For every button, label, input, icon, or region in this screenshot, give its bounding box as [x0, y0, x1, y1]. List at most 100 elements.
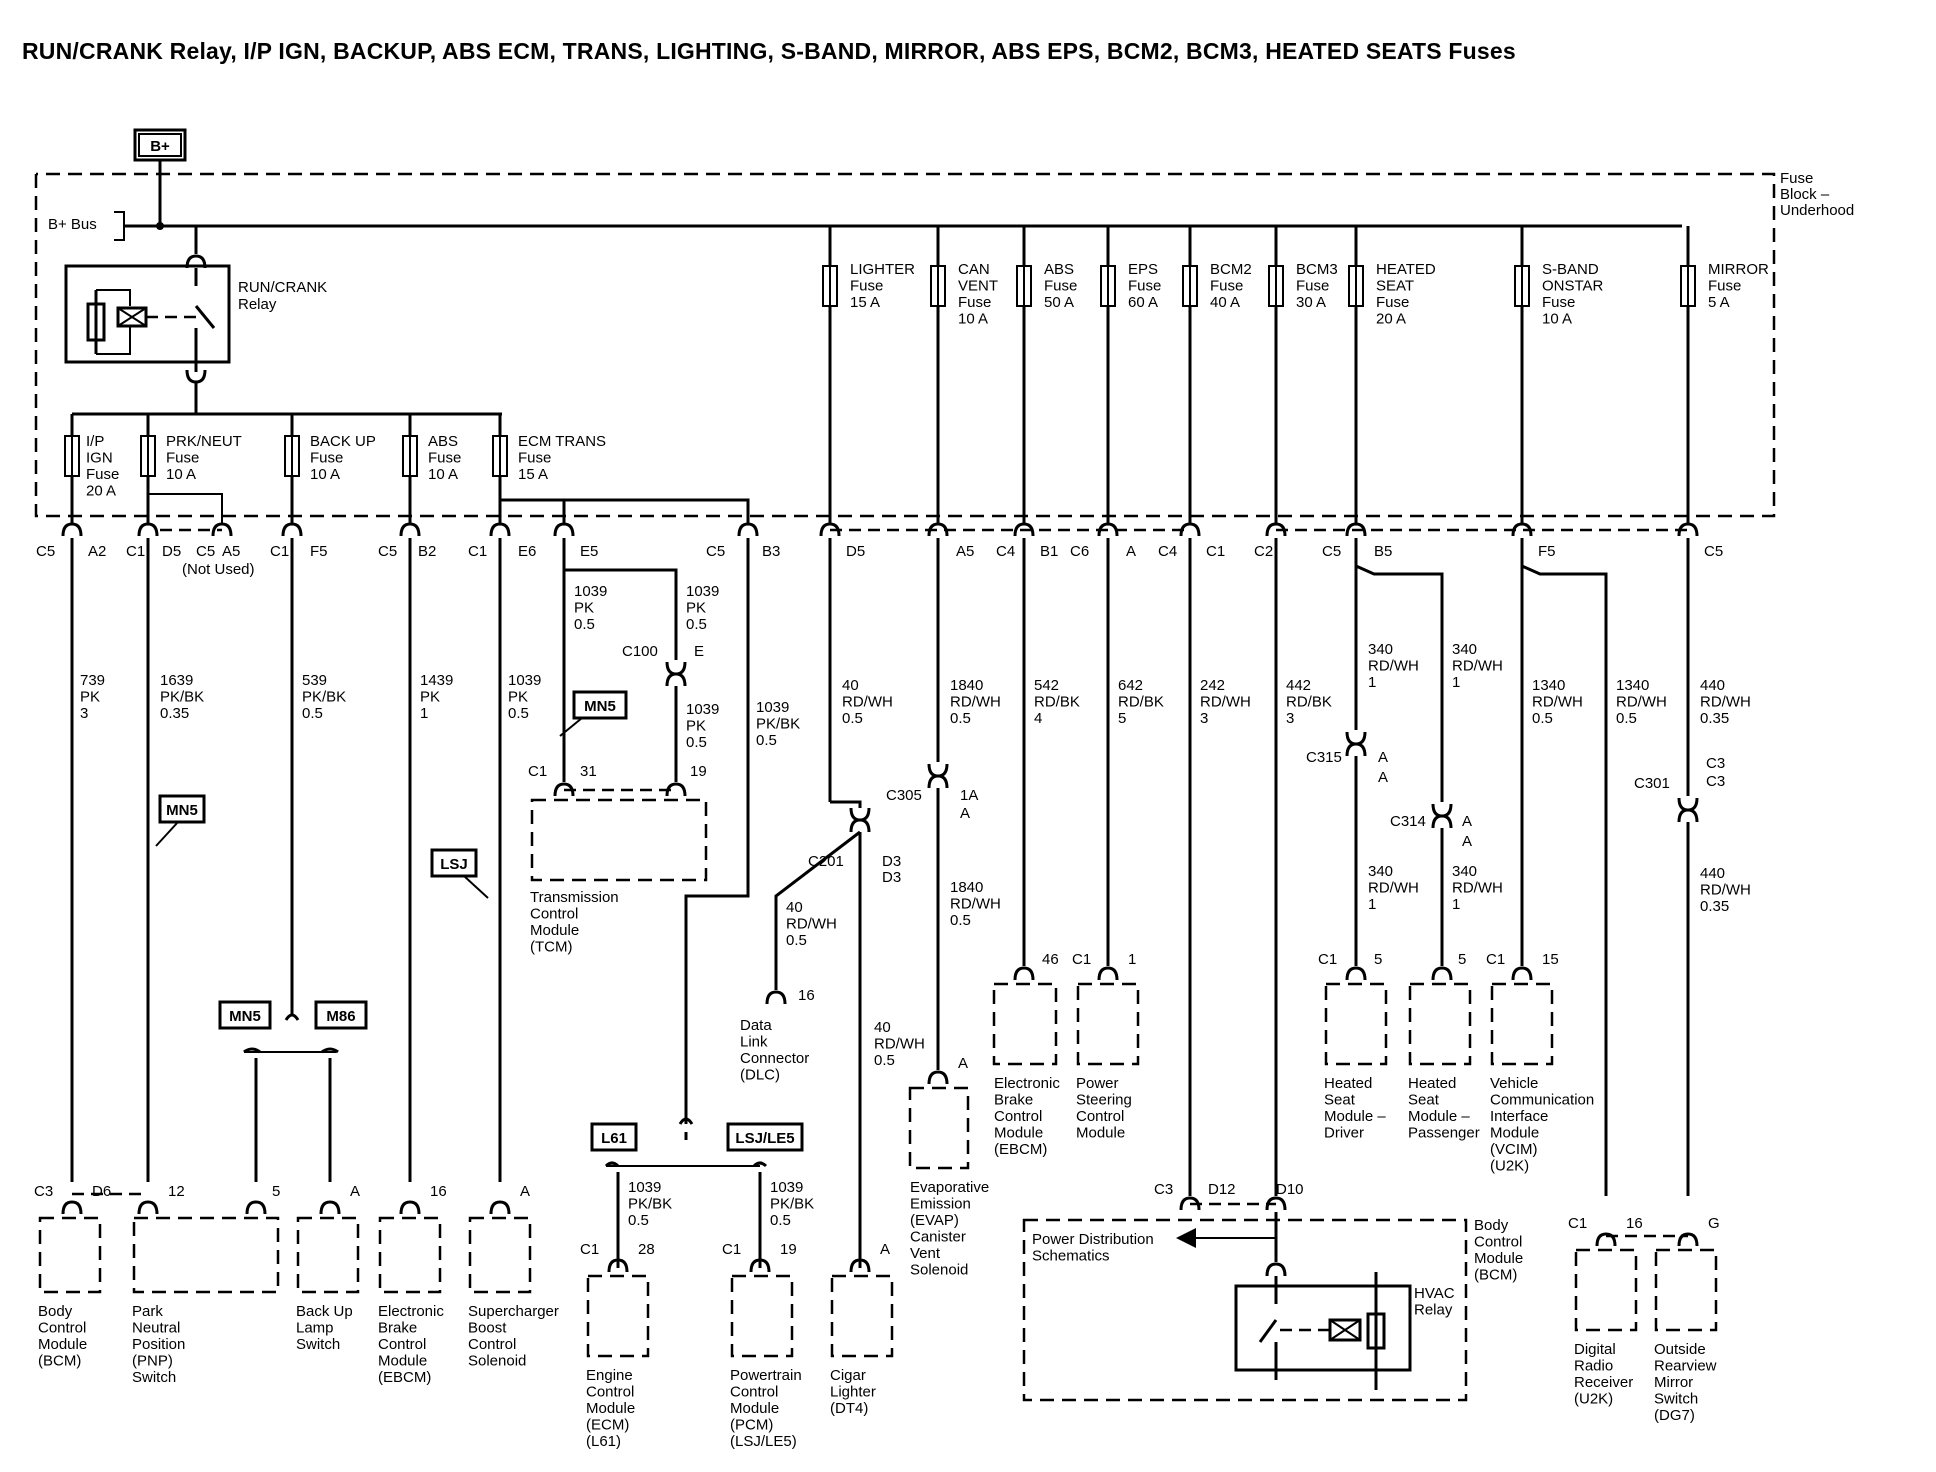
- wire-label: 0.5: [686, 734, 707, 751]
- wire-label: 0.5: [508, 705, 529, 722]
- pin-label: D5: [846, 543, 865, 560]
- connector-cap: [849, 818, 871, 833]
- wire-label: 0.5: [950, 912, 971, 929]
- mirror-fuse-label: Fuse: [1708, 278, 1741, 295]
- pin-label: A: [880, 1241, 890, 1258]
- wire-label: 3: [1200, 710, 1208, 727]
- wire-label: RD/BK: [1118, 694, 1164, 711]
- connector-cap: [1677, 1232, 1699, 1247]
- wire-label: 1039: [508, 672, 541, 689]
- connector-name: C1: [1318, 951, 1337, 968]
- evap-box: [908, 1086, 970, 1170]
- wire-label: PK: [574, 600, 594, 617]
- option-tag-lsj-box: [430, 848, 478, 878]
- connector-cap: [1511, 966, 1533, 981]
- wire-label: 0.5: [874, 1052, 895, 1069]
- split-cap: [752, 1161, 768, 1168]
- bcm3-fuse-label: Fuse: [1296, 278, 1329, 295]
- pin-label: 5: [272, 1183, 280, 1200]
- can-vent-fuse-label: CAN: [958, 261, 990, 278]
- pin-label: 15: [1542, 951, 1559, 968]
- wire-label: 1840: [950, 677, 983, 694]
- wire-label: 40: [874, 1019, 891, 1036]
- psteer-label: Power: [1076, 1075, 1119, 1092]
- wire-label: 0.35: [1700, 898, 1729, 915]
- can-vent-fuse-label: 10 A: [958, 311, 988, 328]
- pin-label: 31: [580, 763, 597, 780]
- wire-label: RD/WH: [1532, 694, 1583, 711]
- fuse-block-border: [34, 172, 1776, 518]
- wire-label: 1340: [1616, 677, 1649, 694]
- component-label: Switch: [1654, 1391, 1698, 1408]
- hs-pass-label: Heated: [1408, 1075, 1456, 1092]
- option-tag-l61: L61: [601, 1130, 627, 1147]
- component-box: [378, 1216, 442, 1294]
- pin-label: F5: [310, 543, 328, 560]
- component-box: [1654, 1248, 1718, 1332]
- option-tag-mn5: MN5: [166, 802, 198, 819]
- hs-driver-label: Heated: [1324, 1075, 1372, 1092]
- abs-50-fuse-label: 50 A: [1044, 294, 1074, 311]
- component-box: [1574, 1248, 1638, 1332]
- abs-50-fuse-label: ABS: [1044, 261, 1074, 278]
- wire-label: 5: [1118, 710, 1126, 727]
- component-label: (EBCM): [378, 1369, 431, 1386]
- ip-ign-fuse-label: 20 A: [86, 483, 116, 500]
- wire-label: 1: [420, 705, 428, 722]
- wire-label: 739: [80, 672, 105, 689]
- connector-name: C1: [1568, 1215, 1587, 1232]
- connector-cap: [137, 1200, 159, 1215]
- bcm2-fuse-label: BCM2: [1210, 261, 1252, 278]
- connector-cap: [607, 1258, 629, 1273]
- wire-label: 340: [1452, 863, 1477, 880]
- pin-label: D3: [882, 853, 901, 870]
- pin-label: E6: [518, 543, 536, 560]
- bcm-box: [1022, 1218, 1468, 1402]
- eps-fuse-label: Fuse: [1128, 278, 1161, 295]
- connector-name: C4: [996, 543, 1015, 560]
- battery-inner: [138, 133, 182, 157]
- wire-label: 1039: [686, 583, 719, 600]
- wire-label: 442: [1286, 677, 1311, 694]
- crossover: [678, 1117, 694, 1125]
- connector-cap: [399, 522, 421, 537]
- pin-label: E: [694, 643, 704, 660]
- s-band-fuse-label: 10 A: [1542, 311, 1572, 328]
- wire-label: RD/WH: [786, 916, 837, 933]
- option-tag-lsj-box: [726, 1122, 804, 1152]
- connector-cap: [737, 522, 759, 537]
- component-box: [296, 1216, 360, 1294]
- abs-10-fuse-label: ABS: [428, 433, 458, 450]
- ebcm-label: Module: [994, 1125, 1043, 1142]
- pin-label: B3: [762, 543, 780, 560]
- connector-cap: [1677, 808, 1699, 823]
- hvac-label: Relay: [1414, 1302, 1453, 1319]
- wire-label: PK/BK: [756, 716, 800, 733]
- component-label: Control: [378, 1336, 426, 1353]
- heated-seat-fuse-label: 20 A: [1376, 311, 1406, 328]
- pin-label: A5: [956, 543, 974, 560]
- pin-label: A5: [222, 543, 240, 560]
- component-label: Module: [38, 1336, 87, 1353]
- wire-label: 0.5: [574, 616, 595, 633]
- relay-switch: [194, 305, 216, 329]
- option-tag-mn5-box: [572, 690, 628, 720]
- tcm-label: (TCM): [530, 939, 572, 956]
- wire-label: 1639: [160, 672, 193, 689]
- wire-label: 0.5: [770, 1212, 791, 1229]
- tcm-box: [530, 798, 708, 882]
- bcm2-fuse-label: Fuse: [1210, 278, 1243, 295]
- wire-label: 0.5: [842, 710, 863, 727]
- wire-label: 1: [1368, 674, 1376, 691]
- component-label: Control: [38, 1320, 86, 1337]
- wire-label: RD/WH: [1700, 882, 1751, 899]
- evap-label: Solenoid: [910, 1262, 968, 1279]
- connector-cap: [489, 522, 511, 537]
- pin-label: 46: [1042, 951, 1059, 968]
- bcm-label: Body: [1474, 1217, 1509, 1234]
- c315-label: C315: [1306, 749, 1342, 766]
- component-label: Engine: [586, 1367, 633, 1384]
- bcm3-fuse-label: 30 A: [1296, 294, 1326, 311]
- component-box: [730, 1274, 794, 1358]
- psteer-label: Module: [1076, 1125, 1125, 1142]
